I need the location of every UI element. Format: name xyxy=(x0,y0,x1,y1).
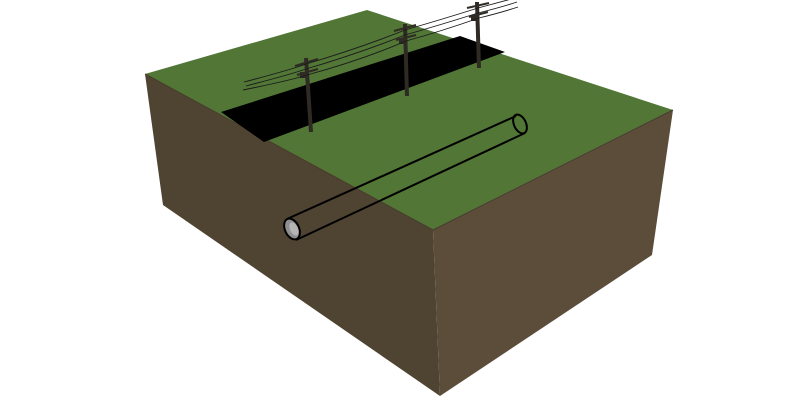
road-strip xyxy=(221,36,505,142)
utility-pole-1 xyxy=(294,57,319,133)
top-front-edge xyxy=(144,73,674,231)
pipe-bottom-line xyxy=(295,132,526,241)
pipe-far-end xyxy=(512,113,528,135)
pipe-near-end-inner xyxy=(289,222,299,236)
utility-pole-2 xyxy=(393,23,417,97)
power-lines xyxy=(242,0,519,91)
soil-front-face xyxy=(433,110,673,396)
pipe-top-line xyxy=(286,115,517,220)
underground-pipe xyxy=(283,113,528,241)
grass-top xyxy=(145,10,673,230)
